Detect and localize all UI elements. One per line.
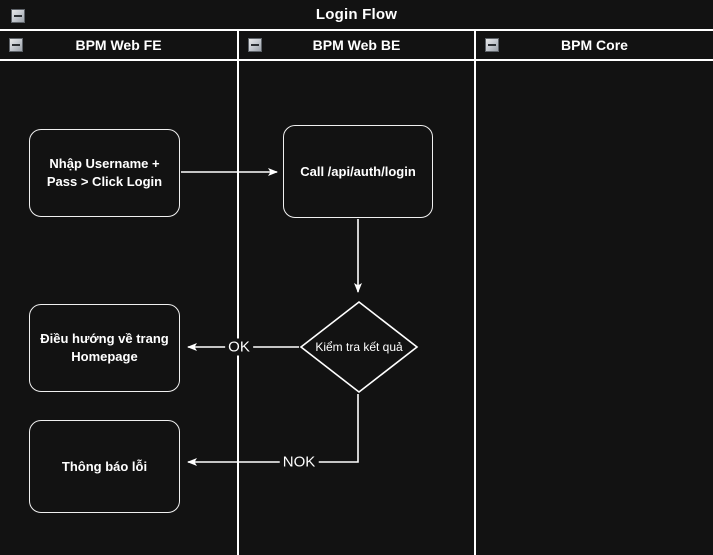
lane-fe-collapse-minus-icon[interactable] [9,38,23,52]
node-show-error[interactable]: Thông báo lỗi [29,420,180,513]
lane-header-bpm-web-be: BPM Web BE [239,31,474,61]
edge-label-ok: OK [225,338,253,356]
edge-check-to-error [187,394,359,466]
lane-core-label: BPM Core [561,37,628,53]
node-redirect-homepage-label: Điều hướng về trang Homepage [40,331,169,364]
pool-title-bar: Login Flow [0,0,713,31]
lane-fe-label: BPM Web FE [75,37,162,53]
lane-divider-be-core [474,31,476,555]
node-input-credentials[interactable]: Nhập Username + Pass > Click Login [29,129,180,217]
node-check-result[interactable]: Kiểm tra kết quả [299,300,419,394]
lane-core-collapse-minus-icon[interactable] [485,38,499,52]
decision-diamond-shape [299,300,419,394]
lane-be-collapse-minus-icon[interactable] [248,38,262,52]
edge-label-nok: NOK [279,453,319,471]
lane-divider-fe-be [237,31,239,555]
node-call-login-api-label: Call /api/auth/login [300,163,416,179]
lane-header-bpm-core: BPM Core [476,31,713,61]
node-redirect-homepage[interactable]: Điều hướng về trang Homepage [29,304,180,392]
lane-header-bpm-web-fe: BPM Web FE [0,31,237,61]
lane-be-label: BPM Web BE [312,37,401,53]
node-show-error-label: Thông báo lỗi [61,458,148,474]
pool-collapse-minus-icon[interactable] [11,9,25,23]
pool-title-text: Login Flow [315,6,398,23]
node-call-login-api[interactable]: Call /api/auth/login [283,125,433,218]
node-input-credentials-label: Nhập Username + Pass > Click Login [46,156,163,189]
